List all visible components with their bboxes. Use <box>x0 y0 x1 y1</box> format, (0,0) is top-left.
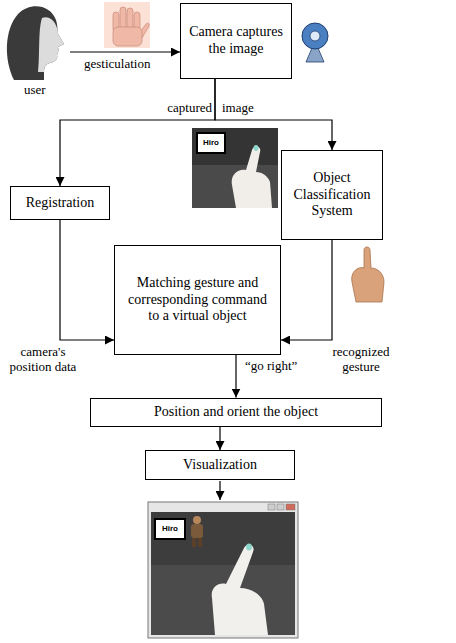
figure-body <box>191 524 203 538</box>
face <box>38 17 64 72</box>
result-screenshot <box>148 502 298 638</box>
flow-arrow <box>281 240 332 340</box>
pointing-hand <box>352 247 384 302</box>
box-text: Position and orient the object <box>154 404 318 421</box>
flow-arrow <box>60 79 215 186</box>
marker-text: Hiro <box>156 525 184 533</box>
marker-text: Hiro <box>198 139 224 147</box>
pointing-hand <box>212 545 268 635</box>
flow-arrow <box>219 427 220 451</box>
box-text: Matching gesture and corresponding comma… <box>121 275 274 325</box>
arrow-label: gesticulation <box>84 57 150 72</box>
edge-label: camera's position data <box>6 345 80 375</box>
marker-card <box>197 133 225 153</box>
figure-leg <box>198 538 202 547</box>
head-silhouette <box>7 6 64 80</box>
pointing-hand <box>232 146 272 208</box>
window-button <box>286 504 295 510</box>
process-box: Registration <box>10 186 110 220</box>
user-icon <box>7 6 64 80</box>
webcam-icon <box>302 23 328 62</box>
process-box: Visualization <box>145 450 295 480</box>
gesticulation-arrow <box>70 51 180 52</box>
webcam-body <box>302 23 328 49</box>
photo-background <box>192 128 278 208</box>
figure-leg <box>192 538 196 547</box>
edge-label: captured <box>151 101 213 116</box>
actor-label: user <box>24 83 46 98</box>
box-text: Registration <box>26 195 94 212</box>
window-frame <box>148 502 298 638</box>
edge-label: “go right” <box>244 359 298 374</box>
webcam-lens <box>310 31 320 41</box>
webcam-stand <box>306 48 324 62</box>
output-arrow <box>219 481 220 500</box>
edge-label: recognized gesture <box>318 345 404 375</box>
flow-arrow <box>235 355 236 398</box>
flow-arrow <box>60 220 114 340</box>
box-text: Camera captures the image <box>187 24 285 58</box>
box-text: Object Classification System <box>288 170 376 220</box>
process-box: Position and orient the object <box>90 398 382 427</box>
edge-label: image <box>221 101 255 116</box>
finger-nail <box>254 145 259 151</box>
box-text: Visualization <box>183 457 257 474</box>
window-button <box>268 504 275 510</box>
virtual-object <box>191 516 203 547</box>
process-box: Matching gesture and corresponding comma… <box>114 245 281 355</box>
hand-background <box>104 2 150 48</box>
screen-content <box>151 512 295 635</box>
process-box: Object Classification System <box>281 150 383 240</box>
process-box: Camera captures the image <box>180 3 292 79</box>
open-hand-icon <box>104 2 150 48</box>
finger-nail <box>246 544 252 551</box>
figure-head <box>193 516 201 524</box>
captured-photo <box>192 128 278 208</box>
marker-card <box>155 519 185 539</box>
palm <box>113 27 142 46</box>
recognized-hand-icon <box>352 247 384 302</box>
window-button <box>277 504 284 510</box>
flow-arrow <box>215 79 332 150</box>
